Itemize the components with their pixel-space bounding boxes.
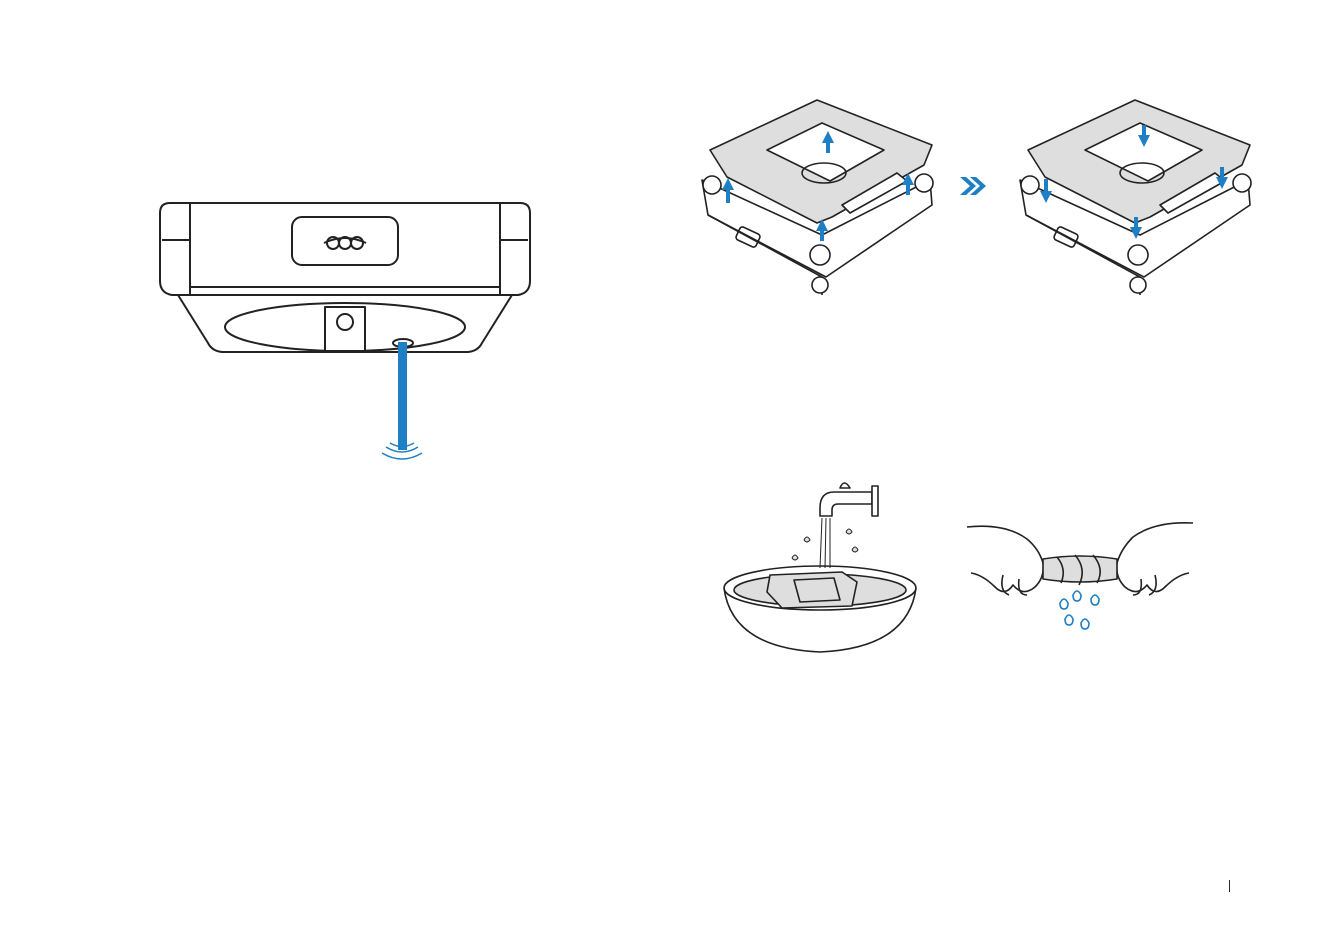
pad-attach-illustration <box>1010 95 1260 300</box>
pad-soak-illustration <box>722 480 922 660</box>
pad-removal-illustration <box>692 95 942 300</box>
robot-underside-icon <box>150 195 540 470</box>
double-chevron-right-icon <box>958 175 988 197</box>
next-step-arrow <box>958 175 988 197</box>
pad-press-icon <box>1010 95 1260 300</box>
page-edge-marker <box>1229 880 1230 892</box>
pad-wring-illustration <box>965 515 1195 645</box>
robot-drain-illustration <box>150 195 540 470</box>
pad-lift-icon <box>692 95 942 300</box>
faucet-bowl-icon <box>722 480 922 660</box>
hands-wring-icon <box>965 515 1195 645</box>
